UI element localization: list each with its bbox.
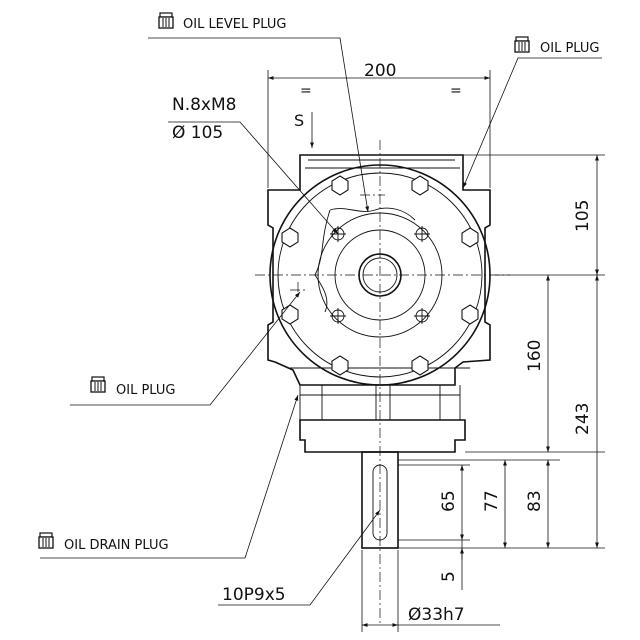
- oil-plug-left-label: OIL PLUG: [116, 383, 175, 398]
- threaded-hole: [330, 308, 346, 324]
- dimension-shaft-total: 83: [525, 490, 545, 512]
- hex-bolt-head: [411, 175, 429, 196]
- hex-bolt-head: [331, 355, 349, 376]
- equal-mark-right: =: [450, 83, 462, 99]
- bolt-spec-label: N.8xM8: [172, 95, 236, 115]
- dimension-center-to-shaft-end: 243: [573, 403, 593, 435]
- leader-lines: [40, 37, 602, 606]
- hex-bolt-head: [461, 304, 479, 325]
- plug-icon: [90, 376, 106, 393]
- hex-bolt-head: [281, 227, 299, 248]
- hex-bolt-head: [461, 227, 479, 248]
- hex-bolt-head: [331, 175, 349, 196]
- dimension-key-length: 65: [439, 490, 459, 512]
- dimension-center-to-flange: 160: [525, 340, 545, 372]
- plug-icon: [38, 532, 54, 549]
- section-mark-label: S: [294, 111, 304, 130]
- dimension-shaft-length: 77: [482, 490, 502, 512]
- oil-level-plug-label: OIL LEVEL PLUG: [183, 17, 286, 32]
- hex-bolt-head: [281, 304, 299, 325]
- hex-bolt-heads: [281, 175, 479, 376]
- shaft-diameter-label: Ø33h7: [408, 605, 465, 625]
- threaded-hole: [414, 308, 430, 324]
- dimension-key-offset: 5: [439, 571, 459, 582]
- oil-plug-right-label: OIL PLUG: [540, 41, 599, 56]
- threaded-hole: [414, 226, 430, 242]
- dimension-lines: [267, 70, 605, 632]
- hex-bolt-head: [411, 355, 429, 376]
- plug-icon: [514, 36, 530, 53]
- bolt-circle-label: Ø 105: [172, 123, 223, 143]
- equal-mark-left: =: [300, 83, 312, 99]
- oil-drain-plug-label: OIL DRAIN PLUG: [64, 538, 169, 553]
- dimension-upper-height: 105: [573, 200, 593, 232]
- threaded-holes: [330, 226, 430, 324]
- keyway-label: 10P9x5: [222, 585, 286, 605]
- dimension-width: 200: [364, 61, 396, 81]
- plug-icon: [158, 12, 174, 29]
